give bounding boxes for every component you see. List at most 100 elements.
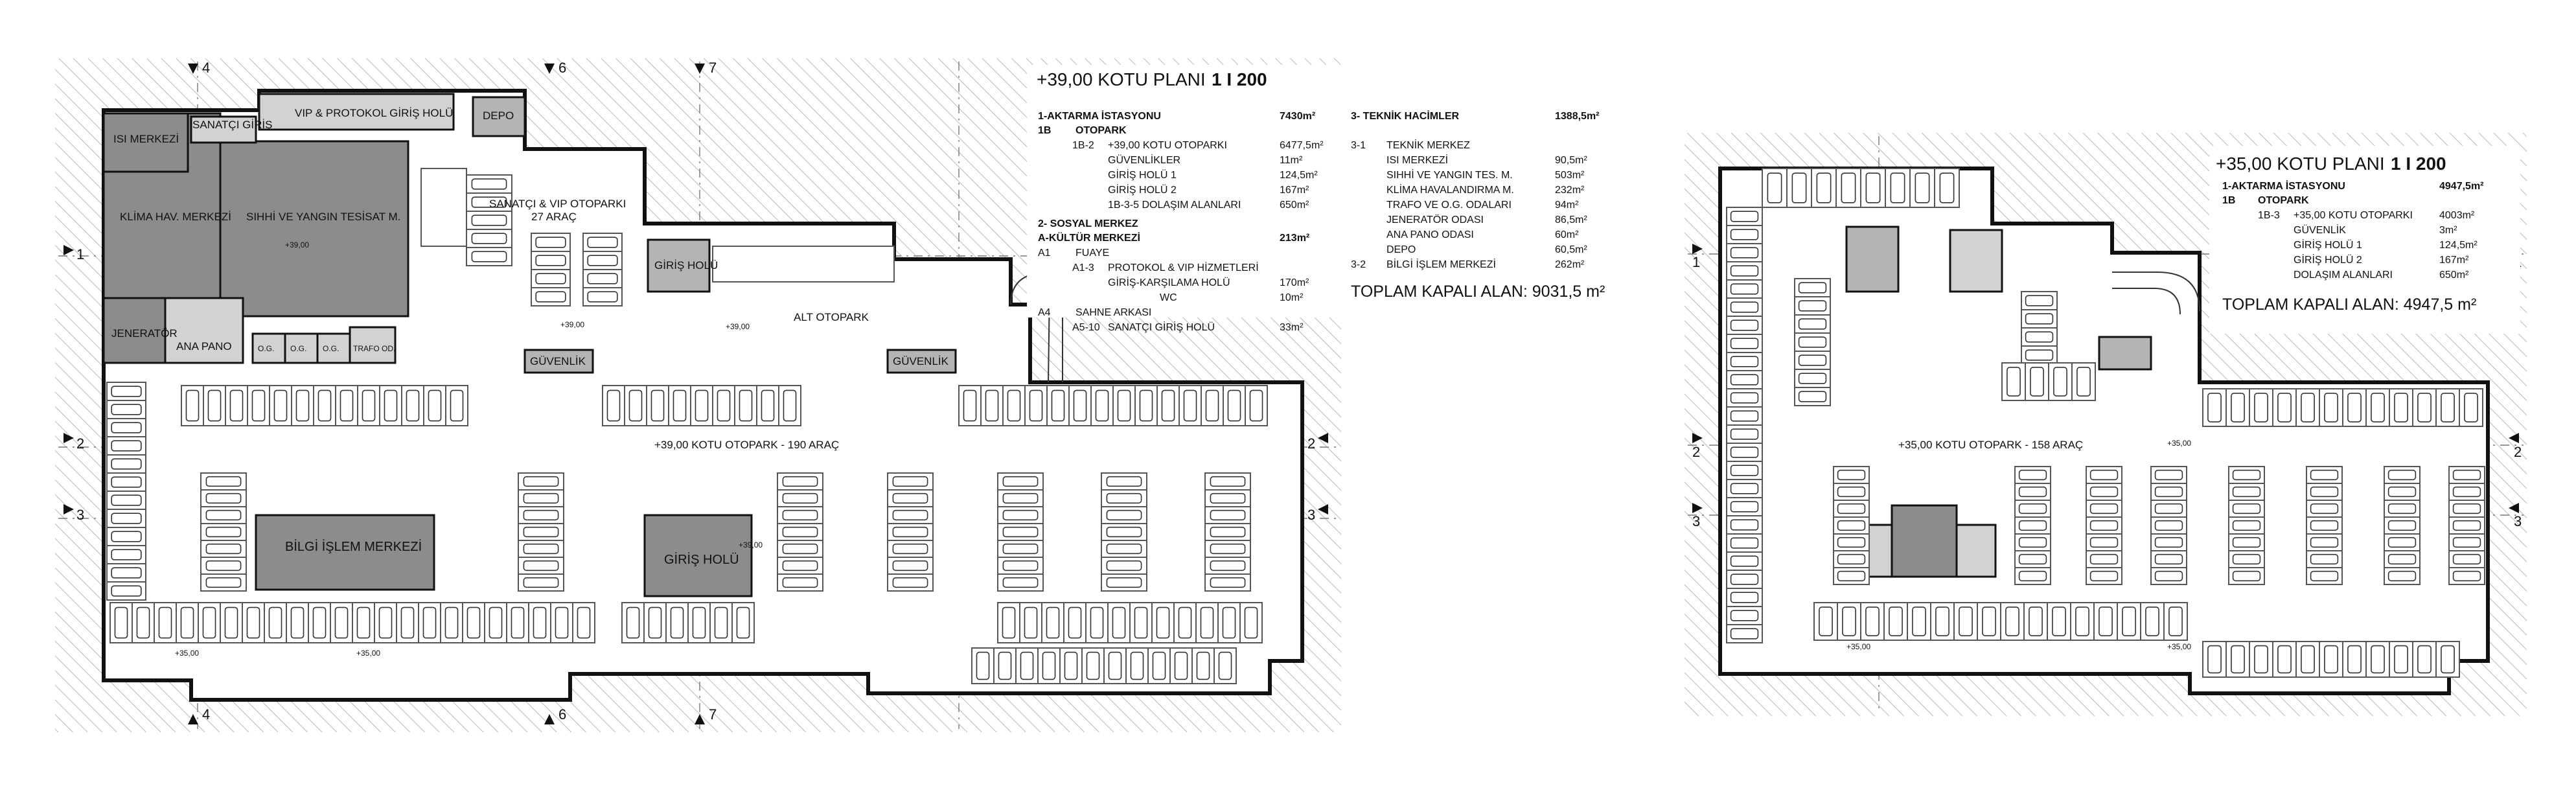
car-outline bbox=[2371, 393, 2385, 422]
parking-bay bbox=[1134, 385, 1158, 426]
car-outline bbox=[422, 607, 437, 639]
car-outline bbox=[2347, 645, 2362, 674]
parking-bay bbox=[2228, 483, 2265, 501]
axis-label: 3 bbox=[1692, 513, 1700, 529]
car-outline bbox=[695, 389, 709, 422]
parking-bay bbox=[1204, 489, 1251, 507]
car-outline bbox=[783, 389, 797, 422]
giris-holu-top-room bbox=[647, 238, 711, 293]
car-outline bbox=[362, 389, 376, 422]
parking-bay bbox=[997, 523, 1044, 541]
parking-bay bbox=[1041, 602, 1064, 643]
car-outline bbox=[2310, 486, 2339, 498]
car-outline bbox=[892, 543, 928, 555]
parking-bay bbox=[1101, 472, 1147, 491]
wc-block bbox=[420, 168, 467, 247]
legend-item: GÜVENLİK bbox=[2294, 224, 2346, 236]
parking-bay bbox=[132, 602, 155, 643]
car-outline bbox=[2452, 469, 2481, 481]
axis-label: 3 bbox=[2514, 513, 2522, 529]
parking-bay bbox=[1201, 385, 1224, 426]
car-outline bbox=[2417, 645, 2432, 674]
axis-label: 1 bbox=[1692, 254, 1700, 270]
vip-room bbox=[258, 93, 455, 131]
legend-item: 503m² bbox=[1555, 170, 1585, 181]
car-outline bbox=[111, 404, 142, 415]
car-outline bbox=[1174, 651, 1188, 680]
parking-bay bbox=[582, 269, 623, 288]
car-outline bbox=[2089, 553, 2119, 565]
car-outline bbox=[2089, 469, 2119, 481]
parking-bay bbox=[181, 385, 204, 426]
car-outline bbox=[523, 560, 559, 572]
car-outline bbox=[998, 651, 1012, 680]
car-outline bbox=[1210, 526, 1246, 538]
parking-bay bbox=[1726, 279, 1763, 299]
parking-bay bbox=[997, 489, 1044, 507]
car-outline bbox=[111, 458, 142, 470]
parking-bay bbox=[2412, 641, 2437, 678]
parking-bay bbox=[1204, 472, 1251, 491]
parking-bay bbox=[2014, 550, 2051, 568]
car-outline bbox=[2310, 503, 2339, 514]
legend-item: 3-1 bbox=[1351, 140, 1366, 151]
legend-item: 262m² bbox=[1555, 259, 1585, 270]
sanatci-giris-label: SANATÇI GİRİŞ bbox=[192, 119, 272, 131]
parking-bay bbox=[624, 385, 647, 426]
parking-bay bbox=[109, 602, 133, 643]
car-outline bbox=[114, 607, 128, 639]
car-outline bbox=[246, 607, 260, 639]
car-outline bbox=[1106, 560, 1142, 572]
car-outline bbox=[1816, 172, 1832, 203]
car-outline bbox=[2154, 486, 2183, 498]
legend-item: 11m² bbox=[1280, 155, 1303, 166]
car-outline bbox=[533, 607, 547, 639]
car-outline bbox=[2025, 331, 2054, 343]
parking-bay bbox=[2202, 641, 2227, 678]
parking-bay bbox=[2384, 516, 2421, 535]
parking-bay bbox=[2150, 466, 2187, 484]
axis-label: 4 bbox=[202, 60, 210, 76]
legend-item: DOLAŞIM ALANLARI bbox=[2294, 270, 2393, 281]
giris-holu-right bbox=[1891, 504, 1958, 578]
legend-item: ANA PANO ODASI bbox=[1386, 229, 1474, 240]
car-outline bbox=[2232, 520, 2261, 531]
parking-bay bbox=[396, 602, 419, 643]
car-outline bbox=[2018, 469, 2047, 481]
car-outline bbox=[1730, 392, 1759, 404]
parking-bay bbox=[106, 491, 146, 510]
parking-bay bbox=[1101, 573, 1147, 592]
car-outline bbox=[739, 389, 753, 422]
parking-bay bbox=[2389, 388, 2413, 427]
car-outline bbox=[251, 389, 266, 422]
parking-bay bbox=[2150, 500, 2187, 518]
parking-bay bbox=[2086, 466, 2122, 484]
legend-item: OTOPARK bbox=[2258, 195, 2309, 206]
parking-bay bbox=[709, 602, 733, 643]
car-outline bbox=[1090, 607, 1104, 639]
legend-item: 4947,5m² bbox=[2439, 181, 2484, 192]
parking-bay bbox=[1726, 570, 1763, 589]
parking-bay bbox=[291, 385, 314, 426]
parking-bay bbox=[1239, 602, 1263, 643]
car-outline bbox=[626, 607, 640, 639]
car-outline bbox=[511, 607, 525, 639]
legend-item: 6477,5m² bbox=[1280, 140, 1324, 151]
car-outline bbox=[2371, 645, 2385, 674]
parking-bay bbox=[1217, 602, 1241, 643]
car-outline bbox=[1108, 651, 1122, 680]
car-outline bbox=[1730, 319, 1759, 331]
car-outline bbox=[1068, 607, 1082, 639]
car-outline bbox=[2310, 553, 2339, 565]
parking-bay bbox=[1907, 602, 1931, 641]
car-outline bbox=[1730, 265, 1759, 277]
car-outline bbox=[670, 607, 684, 639]
legend-35: +35,00 KOTU PLANI 1 I 200 1-AKTARMA İSTA… bbox=[2209, 146, 2520, 334]
elevation-tag: +39,00 bbox=[560, 320, 584, 329]
car-outline bbox=[1196, 651, 1210, 680]
legend-item: 86,5m² bbox=[1555, 214, 1587, 225]
car-outline bbox=[2089, 537, 2119, 548]
otopark-main-label: +39,00 KOTU OTOPARK - 190 ARAÇ bbox=[654, 439, 839, 451]
car-outline bbox=[1210, 492, 1246, 504]
car-outline bbox=[782, 526, 818, 538]
